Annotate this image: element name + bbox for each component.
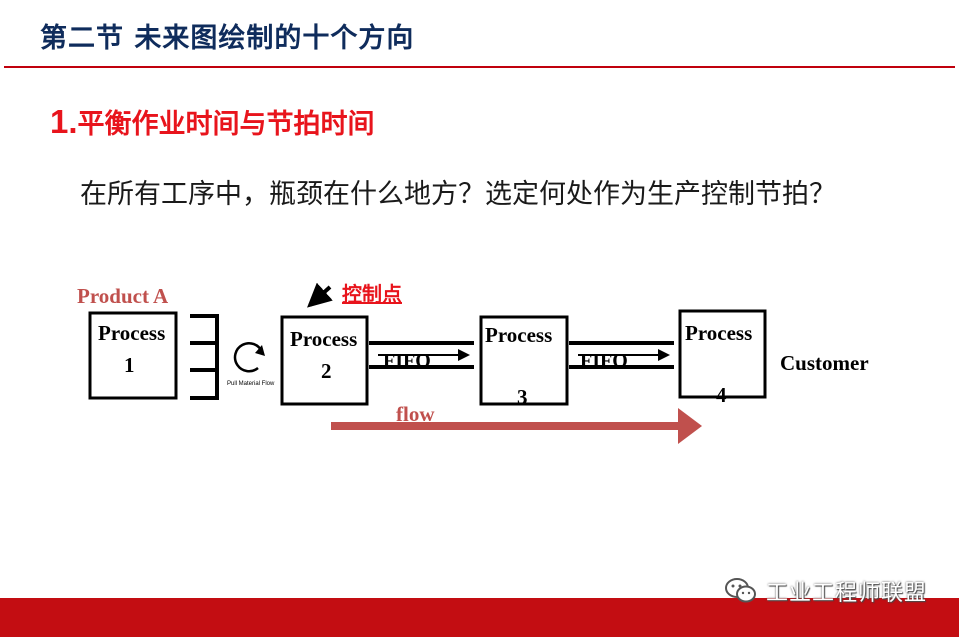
product-label: Product A xyxy=(77,284,169,308)
title-divider xyxy=(4,66,955,68)
section-heading-text: 平衡作业时间与节拍时间 xyxy=(77,109,375,140)
question-text: 在所有工序中，瓶颈在什么地方？选定何处作为生产控制节拍？ xyxy=(80,179,836,210)
supermarket-icon xyxy=(190,314,219,400)
slide-title: 第二节 未来图绘制的十个方向 xyxy=(40,23,415,54)
pull-arrow-icon xyxy=(233,342,265,373)
section-heading: 1.平衡作业时间与节拍时间 xyxy=(50,102,375,141)
process-2-number: 2 xyxy=(321,359,332,383)
control-point-arrow-icon xyxy=(307,282,333,308)
process-4-box xyxy=(678,309,767,399)
process-4-number: 4 xyxy=(716,383,727,407)
footer-bar xyxy=(0,598,959,637)
section-number: 1. xyxy=(50,103,78,140)
fifo-lane-1 xyxy=(369,341,474,369)
watermark: 工业工程师联盟 xyxy=(724,575,927,607)
process-3-word: Process xyxy=(485,323,552,347)
process-1-word: Process xyxy=(98,321,165,345)
customer-label: Customer xyxy=(780,351,869,375)
process-1-number: 1 xyxy=(124,353,135,377)
fifo-1-label: FIFO xyxy=(383,350,431,372)
process-3-number: 3 xyxy=(517,385,528,409)
fifo-2-label: FIFO xyxy=(580,350,628,372)
wechat-icon xyxy=(725,578,756,603)
process-2-box xyxy=(280,315,369,406)
watermark-text: 工业工程师联盟 xyxy=(766,581,928,606)
process-3-box xyxy=(479,315,569,406)
process-2-word: Process xyxy=(290,327,357,351)
flow-arrow-icon xyxy=(331,408,702,444)
process-1-box xyxy=(88,311,178,400)
fifo-lane-2 xyxy=(569,341,674,369)
control-point-label: 控制点 xyxy=(342,282,402,306)
pull-material-flow-label: Pull Material Flow xyxy=(227,381,275,387)
process-4-word: Process xyxy=(685,321,752,345)
